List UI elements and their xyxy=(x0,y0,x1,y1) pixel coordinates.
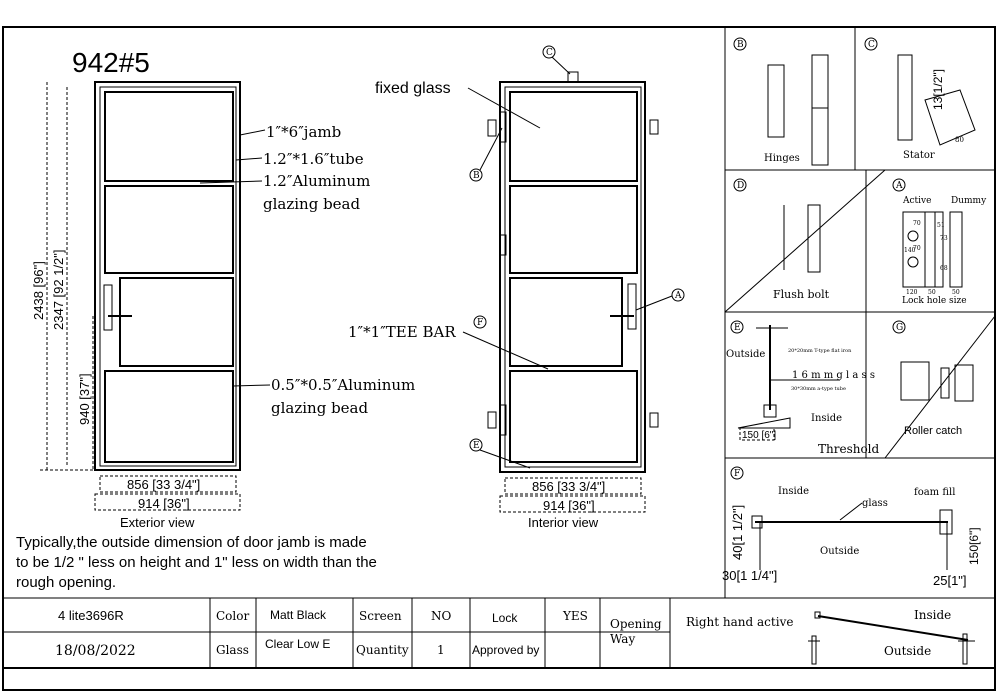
opening-way-icon xyxy=(808,611,975,665)
svg-text:50: 50 xyxy=(928,289,936,296)
quantity-value: 1 xyxy=(437,643,445,657)
exterior-caption: Exterior view xyxy=(120,515,195,530)
glass-value: Clear Low E xyxy=(265,637,330,651)
svg-text:Outside: Outside xyxy=(726,349,765,360)
svg-text:20*20mm T-type flat iron: 20*20mm T-type flat iron xyxy=(788,348,852,354)
svg-text:25[1"]: 25[1"] xyxy=(933,573,967,588)
dim-height-inner: 2347 [92 1/2"] xyxy=(51,249,66,330)
note: Typically,the outside dimension of door … xyxy=(16,534,377,591)
svg-text:13[1/2"]: 13[1/2"] xyxy=(931,69,945,110)
marker-b: B xyxy=(473,171,480,181)
detail-flush-bolt: D Flush bolt xyxy=(733,178,830,301)
svg-text:Roller catch: Roller catch xyxy=(904,425,962,437)
sheet-border xyxy=(2,26,996,691)
svg-text:140: 140 xyxy=(904,247,916,254)
label-tube: 1.2″*1.6″tube xyxy=(263,150,364,168)
opening-inside: Inside xyxy=(914,608,951,622)
dim-lock-height: 940 [37"] xyxy=(77,373,92,425)
opening-outside: Outside xyxy=(884,644,931,658)
svg-text:68: 68 xyxy=(940,265,948,272)
svg-text:E: E xyxy=(734,323,741,333)
svg-text:70: 70 xyxy=(913,220,921,227)
svg-text:Active: Active xyxy=(902,196,931,206)
opening-label-way: Way xyxy=(610,632,635,646)
label-bead1b: glazing bead xyxy=(263,195,360,213)
label-tee-bar: 1″*1″TEE BAR xyxy=(348,323,456,341)
label-fixed-glass: fixed glass xyxy=(375,80,451,97)
interior-caption: Interior view xyxy=(528,515,599,530)
svg-text:150 [6"]: 150 [6"] xyxy=(742,430,776,441)
svg-text:51: 51 xyxy=(937,222,945,229)
label-jamb: 1″*6″jamb xyxy=(266,123,341,141)
dim-height-outer: 2438 [96"] xyxy=(31,261,46,320)
svg-text:30*30mm a-type tube: 30*30mm a-type tube xyxy=(791,386,846,392)
opening-label: Opening xyxy=(610,617,662,631)
svg-text:Inside: Inside xyxy=(778,486,809,497)
lock-label: Lock xyxy=(492,611,518,625)
detail-section-f: F Inside glass foam fill Outside 40[1 1/… xyxy=(722,466,981,588)
detail-hinges: B Hinges xyxy=(733,37,829,166)
svg-text:rough opening.: rough opening. xyxy=(16,574,116,591)
svg-text:40[1 1/2"]: 40[1 1/2"] xyxy=(730,505,745,560)
lock-value: YES xyxy=(562,609,588,623)
svg-text:foam fill: foam fill xyxy=(914,487,955,498)
svg-text:120: 120 xyxy=(906,289,918,296)
dim-width-outer: 914 [36"] xyxy=(138,496,190,511)
svg-text:50: 50 xyxy=(952,289,960,296)
svg-text:73: 73 xyxy=(940,235,948,242)
marker-c: C xyxy=(546,48,553,58)
svg-text:C: C xyxy=(868,40,875,50)
svg-text:glass: glass xyxy=(862,498,888,509)
marker-a: A xyxy=(674,291,682,301)
svg-text:F: F xyxy=(734,469,740,479)
quantity-label: Quantity xyxy=(356,643,409,657)
svg-text:Flush bolt: Flush bolt xyxy=(773,288,830,301)
svg-text:Typically,the outside dimensio: Typically,the outside dimension of door … xyxy=(16,534,367,551)
svg-text:80: 80 xyxy=(955,136,964,144)
svg-text:Inside: Inside xyxy=(811,413,842,424)
drawing-name: 4 lite3696R xyxy=(58,608,124,623)
int-dim-width-outer: 914 [36"] xyxy=(543,498,595,513)
interior-door xyxy=(487,71,659,473)
detail-stator: C Stator 13[1/2"] 80 xyxy=(864,37,976,161)
approved-label: Approved by xyxy=(472,643,539,657)
screen-value: NO xyxy=(431,609,452,623)
svg-text:Threshold: Threshold xyxy=(818,442,880,456)
svg-text:D: D xyxy=(737,181,744,191)
label-bead2b: glazing bead xyxy=(271,399,368,417)
screen-label: Screen xyxy=(359,609,402,623)
svg-text:1 6 m m g l a s s: 1 6 m m g l a s s xyxy=(792,370,875,381)
label-bead2: 0.5″*0.5″Aluminum xyxy=(271,376,415,394)
svg-text:Hinges: Hinges xyxy=(764,153,800,164)
title-block xyxy=(3,598,995,669)
detail-lock-hole: A Active Dummy Lock hole size 120 50 50 … xyxy=(892,178,987,306)
drawing-date: 18/08/2022 xyxy=(55,643,136,659)
glass-label: Glass xyxy=(216,643,249,657)
dim-width-inner: 856 [33 3/4"] xyxy=(127,477,200,492)
svg-text:Stator: Stator xyxy=(903,150,935,161)
svg-text:30[1 1/4"]: 30[1 1/4"] xyxy=(722,568,777,583)
svg-text:150[6"]: 150[6"] xyxy=(967,527,981,565)
marker-e: E xyxy=(473,441,480,451)
svg-text:Outside: Outside xyxy=(820,546,859,557)
opening-value: Right hand active xyxy=(686,615,793,629)
model-number: 942#5 xyxy=(72,47,150,78)
color-label: Color xyxy=(216,609,249,623)
detail-roller-catch: G Roller catch xyxy=(892,320,974,437)
svg-text:70: 70 xyxy=(913,245,921,252)
svg-text:A: A xyxy=(895,181,903,191)
svg-text:G: G xyxy=(896,323,903,333)
color-value: Matt Black xyxy=(270,608,327,622)
svg-text:Lock hole size: Lock hole size xyxy=(902,296,967,306)
label-bead1: 1.2″Aluminum xyxy=(263,172,370,190)
svg-text:Dummy: Dummy xyxy=(951,196,987,206)
marker-f: F xyxy=(477,318,483,328)
svg-text:B: B xyxy=(737,40,744,50)
detail-threshold: E Outside 20*20mm T-type flat iron 1 6 m… xyxy=(726,320,880,456)
int-dim-width-inner: 856 [33 3/4"] xyxy=(532,479,605,494)
svg-text:to be 1/2 " less on height and: to be 1/2 " less on height and 1" less o… xyxy=(16,554,377,571)
exterior-door xyxy=(94,81,241,471)
